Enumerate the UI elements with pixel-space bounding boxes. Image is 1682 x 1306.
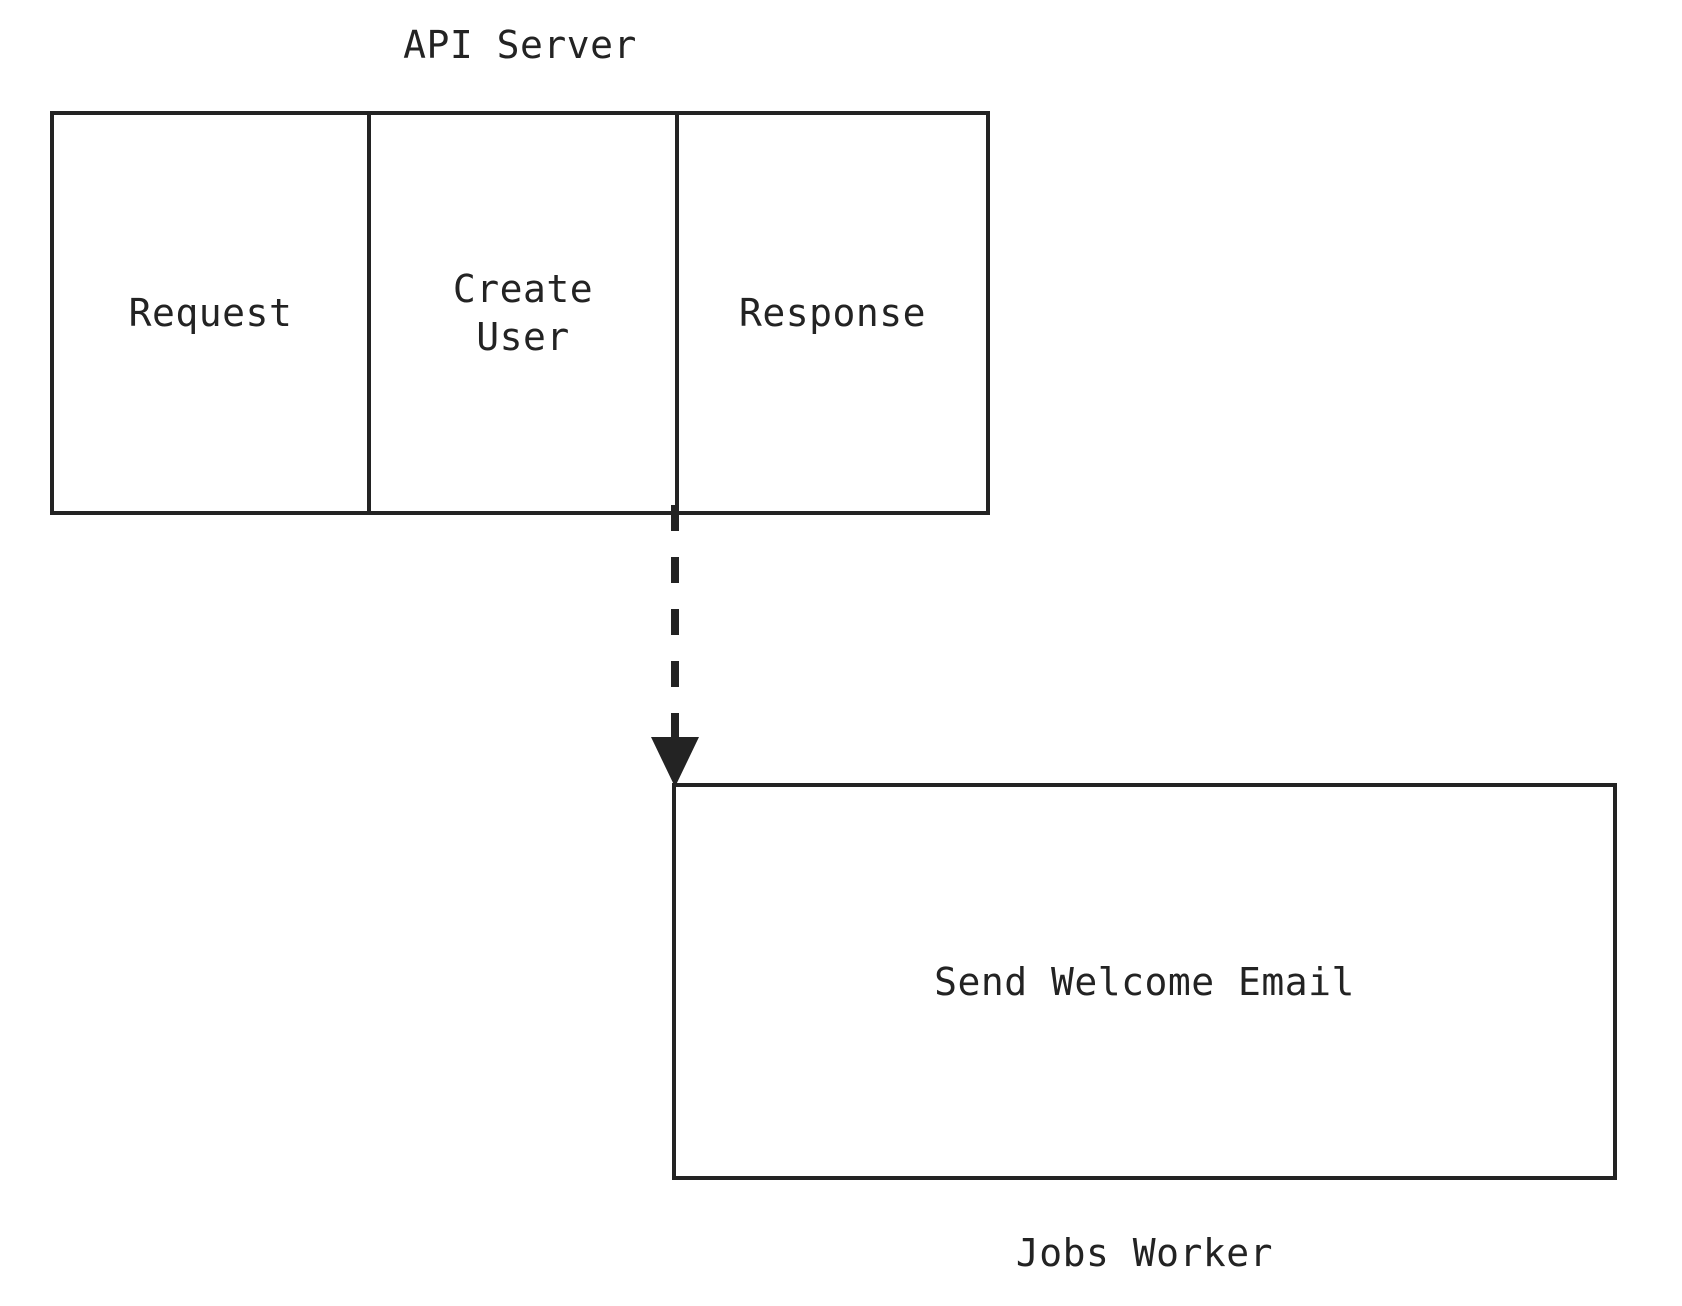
api-server-lane-title: API Server [403,23,637,67]
lane-cell-create-user-label: Create User [452,267,594,359]
lane-cell-request-label: Request [128,291,293,335]
lane-cell-request[interactable]: Request [54,115,367,511]
jobs-worker-lane[interactable]: Send Welcome Email [672,783,1617,1180]
jobs-worker-lane-title: Jobs Worker [1015,1231,1274,1275]
lane-cell-response-label: Response [738,291,927,335]
connector-enqueue-job-arrow [651,505,699,787]
lane-cell-response[interactable]: Response [679,115,986,511]
lane-cell-send-welcome-email-label: Send Welcome Email [934,959,1355,1004]
lane-cell-create-user[interactable]: Create User [367,115,679,511]
api-server-lane: Request Create User Response [50,111,990,515]
connector-arrowhead-icon [651,737,699,787]
